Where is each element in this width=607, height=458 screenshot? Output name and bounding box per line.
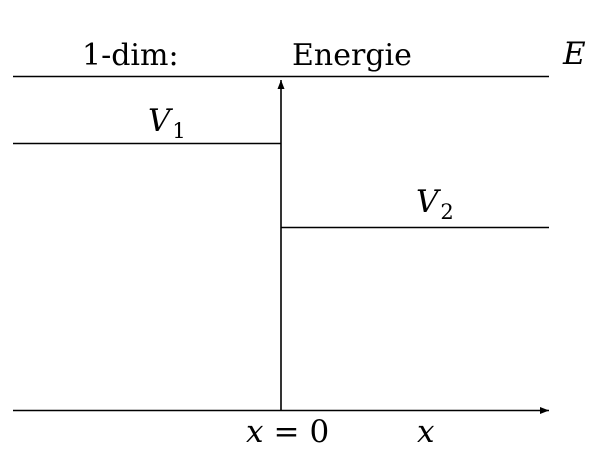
v1-label: V1 [148,103,186,143]
scenario-label: 1-dim: [82,38,179,73]
origin-value: 0 [309,414,329,450]
v1-subscript: 1 [172,119,185,143]
v2-symbol: V [416,184,442,220]
v2-subscript: 2 [440,200,453,224]
origin-relation: = [273,414,299,450]
x-axis-label: x [417,414,435,450]
origin-variable: x [246,414,264,450]
energy-axis-label: Energie [292,38,412,73]
v2-label: V2 [416,184,454,224]
energy-symbol-label: E [562,36,586,72]
origin-label: x= 0 [246,414,329,450]
v1-symbol: V [148,103,174,139]
